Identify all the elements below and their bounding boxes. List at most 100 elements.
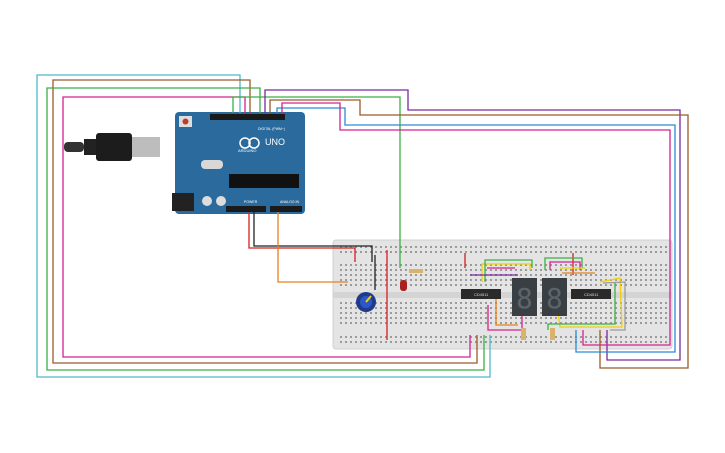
breadboard-hole [445,341,447,343]
breadboard-hole [605,322,607,324]
seven-segment-display-1[interactable]: 8 [512,278,537,316]
breadboard-hole [650,312,652,314]
breadboard-hole [590,336,592,338]
breadboard-hole [535,322,537,324]
breadboard-hole [515,264,517,266]
breadboard-hole [505,307,507,309]
breadboard-hole [420,317,422,319]
breadboard-hole [575,279,577,281]
breadboard-hole [585,341,587,343]
breadboard-hole [355,302,357,304]
breadboard-hole [440,279,442,281]
breadboard-hole [520,269,522,271]
breadboard-hole [445,269,447,271]
breadboard-hole [435,322,437,324]
breadboard-hole [600,246,602,248]
breadboard-hole [415,251,417,253]
usb-cable [64,133,160,161]
breadboard-hole [485,251,487,253]
breadboard-hole [580,302,582,304]
breadboard-hole [415,279,417,281]
breadboard-hole [350,269,352,271]
breadboard-hole [525,341,527,343]
breadboard-hole [655,336,657,338]
breadboard-hole [635,251,637,253]
breadboard-hole [590,284,592,286]
breadboard-hole [465,246,467,248]
breadboard-hole [600,302,602,304]
breadboard-hole [430,302,432,304]
breadboard-hole [375,312,377,314]
breadboard-hole [645,269,647,271]
breadboard-hole [425,317,427,319]
potentiometer[interactable] [356,292,376,312]
wire-magenta-left [62,96,471,358]
reset-button[interactable] [182,118,189,125]
breadboard-hole [405,302,407,304]
seven-segment-display-2[interactable]: 8 [542,278,567,316]
red-led[interactable] [400,280,407,291]
breadboard-hole [660,284,662,286]
breadboard-hole [580,284,582,286]
breadboard-hole [440,246,442,248]
breadboard-hole [470,264,472,266]
breadboard-hole [450,341,452,343]
decoder-chip-1[interactable]: CD4511 [461,289,501,299]
breadboard-hole [435,274,437,276]
breadboard-hole [565,336,567,338]
breadboard-hole [645,251,647,253]
breadboard-hole [635,302,637,304]
breadboard-hole [525,251,527,253]
decoder-chip-2[interactable]: CD4511 [571,289,611,299]
breadboard-hole [365,274,367,276]
breadboard-hole [485,336,487,338]
breadboard-hole [480,251,482,253]
breadboard-hole [450,302,452,304]
breadboard-hole [565,274,567,276]
breadboard-hole [525,264,527,266]
breadboard-hole [510,317,512,319]
arduino-uno-board[interactable]: UNO ARDUINO DIGITAL (PWM~) POWER ANALOG … [172,112,305,214]
breadboard-hole [630,274,632,276]
breadboard-hole [605,251,607,253]
breadboard-hole [650,284,652,286]
breadboard-hole [645,274,647,276]
breadboard-hole [405,317,407,319]
breadboard-hole [345,251,347,253]
breadboard-hole [385,336,387,338]
breadboard-hole [580,336,582,338]
breadboard-hole [490,269,492,271]
breadboard-hole [450,246,452,248]
breadboard-hole [555,336,557,338]
breadboard-hole [355,317,357,319]
breadboard-hole [475,312,477,314]
breadboard-hole [340,317,342,319]
breadboard-hole [505,336,507,338]
breadboard-hole [620,322,622,324]
breadboard-hole [490,264,492,266]
breadboard-hole [365,251,367,253]
breadboard-hole [605,246,607,248]
breadboard-hole [505,251,507,253]
breadboard-hole [570,336,572,338]
breadboard-hole [505,264,507,266]
breadboard-hole [595,322,597,324]
breadboard-hole [420,322,422,324]
breadboard-hole [460,317,462,319]
breadboard-hole [585,284,587,286]
breadboard-hole [635,279,637,281]
breadboard-hole [665,307,667,309]
breadboard-hole [460,246,462,248]
breadboard-hole [490,246,492,248]
breadboard-hole [505,269,507,271]
breadboard-hole [470,251,472,253]
breadboard-hole [605,307,607,309]
breadboard-hole [345,307,347,309]
breadboard-hole [575,317,577,319]
breadboard-hole [435,251,437,253]
breadboard-hole [555,341,557,343]
breadboard-hole [610,246,612,248]
breadboard-hole [655,317,657,319]
wire-black-gnd [253,212,373,262]
